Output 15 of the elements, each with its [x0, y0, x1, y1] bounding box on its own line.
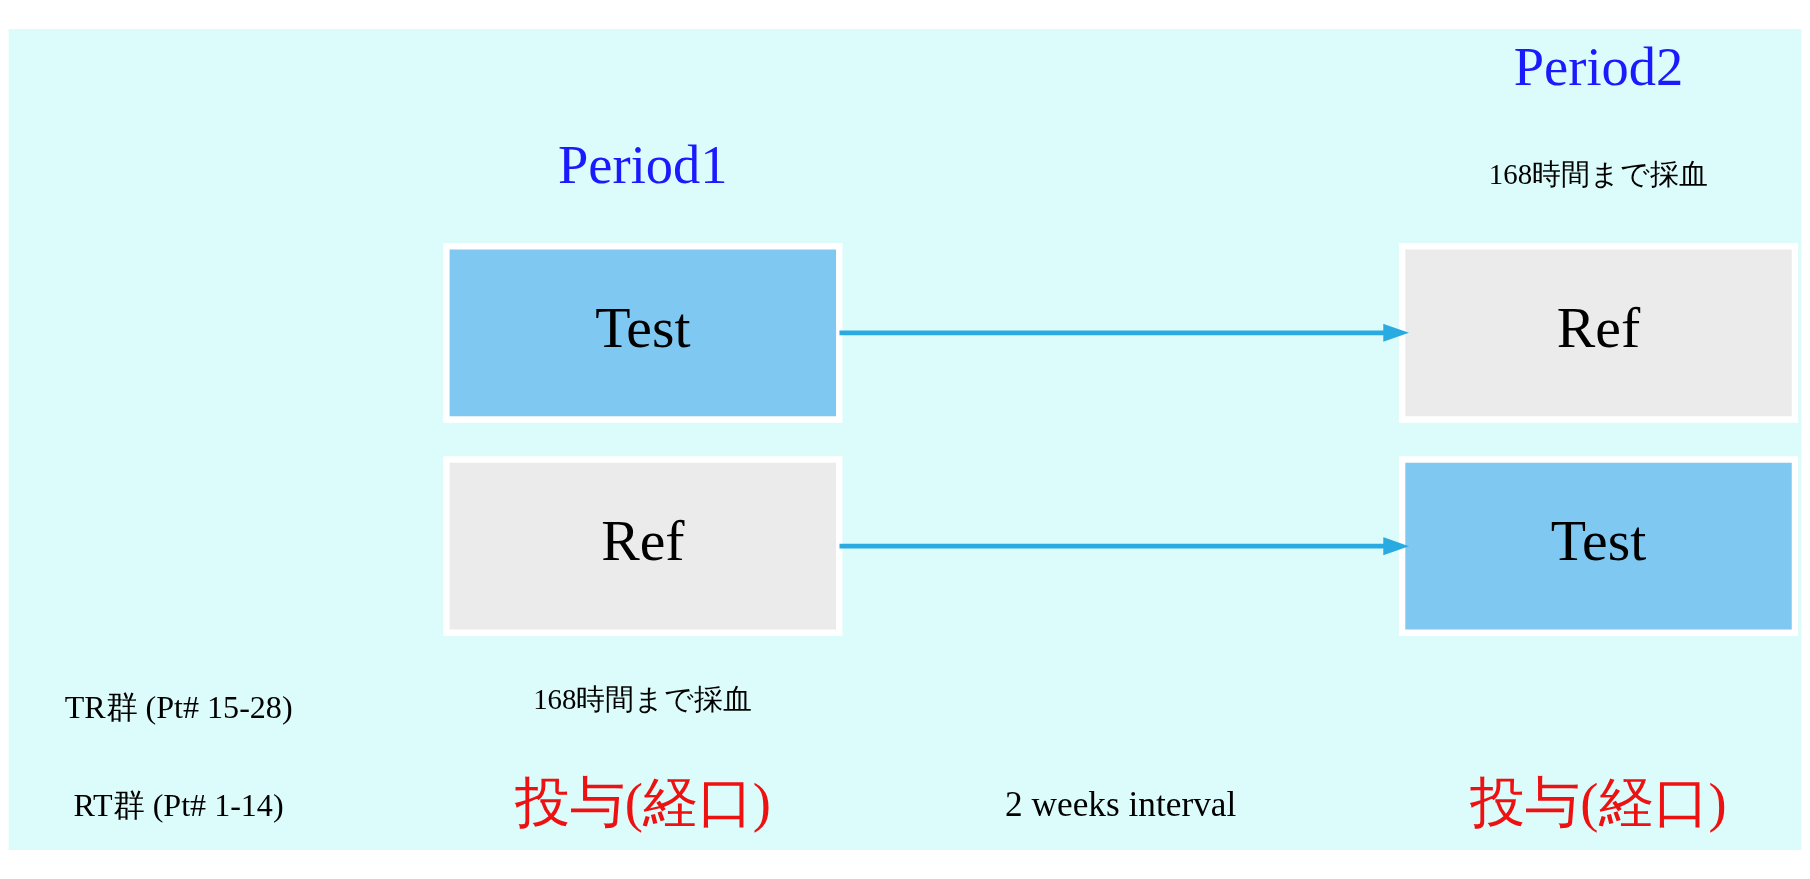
- label: 投与(経口): [1470, 772, 1727, 834]
- arrow: [839, 323, 1409, 342]
- label: 168時間まで採血: [533, 682, 753, 715]
- label: RT群 (Pt# 1-14): [73, 786, 284, 823]
- label: Period2: [1513, 36, 1684, 98]
- node-box: Ref: [443, 456, 843, 636]
- node-box: Test: [1398, 456, 1799, 636]
- node-box: Test: [443, 243, 843, 423]
- label: Period1: [558, 134, 728, 196]
- label: 168時間まで採血: [1488, 158, 1709, 191]
- label: TR群 (Pt# 15-28): [64, 688, 293, 725]
- label: 2 weeks interval: [1005, 785, 1237, 825]
- node-box: Ref: [1398, 243, 1799, 423]
- label: 投与(経口): [514, 772, 771, 834]
- arrow: [839, 537, 1409, 556]
